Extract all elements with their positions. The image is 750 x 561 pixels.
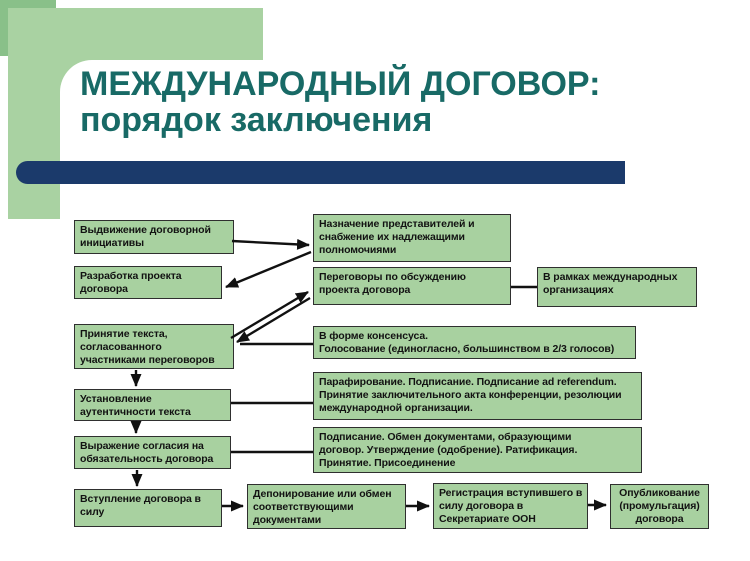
node-text-adoption: Принятие текста, согласованного участник… <box>74 324 234 369</box>
node-draft-development: Разработка проекта договора <box>74 266 222 299</box>
accent-bar <box>16 161 625 184</box>
node-representatives: Назначение представителей и снабжение их… <box>313 214 511 262</box>
slide-title-line1: МЕЖДУНАРОДНЫЙ ДОГОВОР: <box>80 65 601 103</box>
slide-title-line2: порядок заключения <box>80 101 433 139</box>
slide-title: МЕЖДУНАРОДНЫЙ ДОГОВОР:порядок заключения <box>80 66 600 138</box>
node-international-organizations: В рамках международных организациях <box>537 267 697 307</box>
node-entry-into-force: Вступление договора в силу <box>74 489 222 527</box>
content-card <box>60 60 750 561</box>
node-consent: Выражение согласия на обязательность дог… <box>74 436 231 469</box>
node-publication: Опубликование (промульгация) договора <box>610 484 709 529</box>
node-negotiations: Переговоры по обсуждению проекта договор… <box>313 267 511 305</box>
node-initialing-signing: Парафирование. Подписание. Подписание ad… <box>313 372 642 420</box>
node-signing-ratification: Подписание. Обмен документами, образующи… <box>313 427 642 473</box>
node-un-registration: Регистрация вступившего в силу договора … <box>433 483 588 529</box>
node-deposit-exchange: Депонирование или обмен соответствующими… <box>247 484 406 529</box>
node-authenticity: Установление аутентичности текста <box>74 389 231 421</box>
node-treaty-initiative: Выдвижение договорной инициативы <box>74 220 234 254</box>
node-consensus-voting: В форме консенсуса. Голосование (единогл… <box>313 326 636 359</box>
